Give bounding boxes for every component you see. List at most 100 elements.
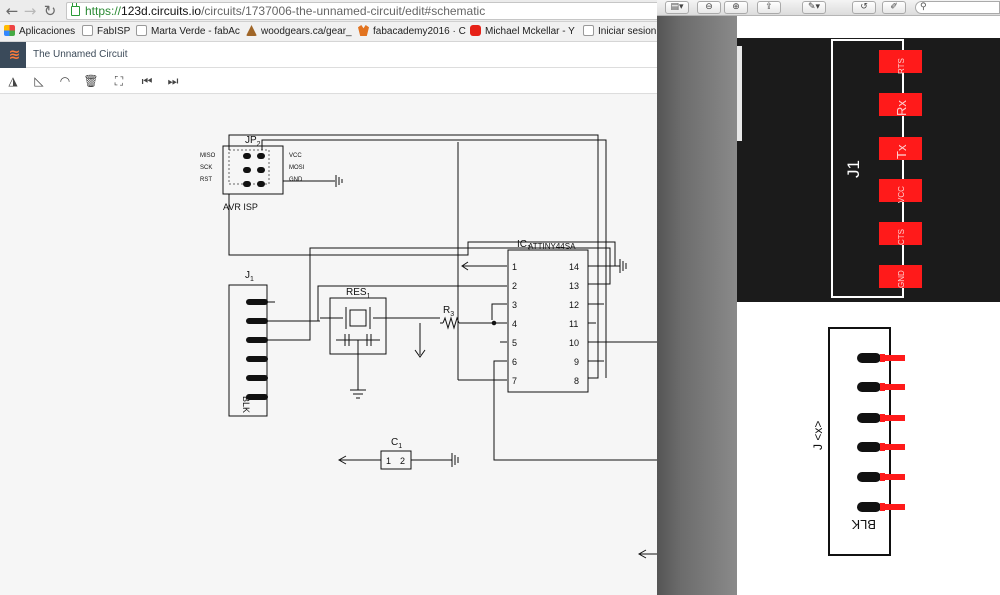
- ic-pin-number: 6: [512, 357, 517, 367]
- connector-pin: [246, 394, 268, 400]
- pcb-pad[interactable]: [879, 93, 922, 116]
- capacitor-pin-number: 1: [386, 456, 391, 466]
- isp-pin-label: MOSI: [289, 165, 305, 171]
- 123d-circuits-logo[interactable]: ≋: [0, 42, 26, 68]
- viewer-toolbar: ▤▾ ⊖ ⊕ ⇪ ✎▾ ↺ ✐ ⚲: [657, 0, 1000, 16]
- browser-window: ← → ↻ https://123d.circuits.io/circuits/…: [0, 2, 666, 595]
- wire: [493, 360, 660, 461]
- woodgears-icon: [246, 25, 257, 36]
- ic-pin-number: 5: [512, 338, 517, 348]
- step-back-icon[interactable]: ⏮: [141, 74, 153, 88]
- isp-pin: [243, 153, 251, 159]
- pcb-pad[interactable]: [879, 50, 922, 73]
- youtube-icon: [470, 25, 481, 36]
- connector-j1-body[interactable]: [228, 284, 268, 417]
- zoom-out-icon[interactable]: ⊖: [697, 1, 721, 14]
- back-arrow-icon[interactable]: ←: [5, 2, 19, 20]
- wire: [228, 134, 599, 379]
- mirror-icon[interactable]: ◠: [59, 74, 71, 88]
- pcb-board-view: [737, 38, 1000, 302]
- app-header: ≋ The Unnamed Circuit: [0, 42, 660, 68]
- zoom-in-icon[interactable]: ⊕: [724, 1, 748, 14]
- bookmark-fabisp[interactable]: FabISP: [82, 24, 130, 40]
- connector-designator: J1: [245, 270, 254, 283]
- fit-view-icon[interactable]: ⛶: [114, 74, 124, 88]
- step-forward-icon[interactable]: ⏭: [167, 74, 179, 88]
- crystal: [349, 309, 367, 327]
- connector-pin: [246, 375, 268, 381]
- arrow-down-icon: [414, 349, 426, 358]
- ic-part-number: ATTINY44SA: [528, 242, 576, 251]
- capacitor-designator: C1: [391, 437, 402, 450]
- annotate-icon[interactable]: ✎▾: [802, 1, 826, 14]
- bookmark-marta-verde[interactable]: Marta Verde - fabAc: [136, 24, 240, 40]
- isp-pin-label: MISO: [200, 153, 216, 159]
- ic-pin-number: 12: [569, 300, 579, 310]
- ic-pin-number: 14: [569, 262, 579, 272]
- address-bar[interactable]: https://123d.circuits.io/circuits/173700…: [66, 2, 666, 20]
- rotate-icon[interactable]: ↺: [852, 1, 876, 14]
- trash-icon[interactable]: 🗑: [83, 74, 99, 88]
- footprint-label: J <x>: [811, 421, 825, 450]
- pcb-pads: [879, 50, 922, 288]
- rotate-icon[interactable]: ◺: [34, 74, 44, 88]
- page-icon: [136, 25, 147, 36]
- pcb-pad-label: GND: [897, 270, 906, 288]
- footprint-pins: [857, 353, 905, 512]
- pcb-drawing[interactable]: J1 RTS Rx Tx VCC CTS GND: [737, 16, 1000, 595]
- ic-body[interactable]: [507, 249, 589, 393]
- schematic-drawing[interactable]: JP2 MISO SCK RST VCC MOSI GND AVR ISP IC…: [0, 95, 660, 595]
- search-icon: ⚲: [920, 2, 927, 12]
- arrow-left-icon: [461, 261, 469, 271]
- isp-pin: [243, 167, 251, 173]
- ic-pin-number: 8: [574, 376, 579, 386]
- wire: [261, 139, 607, 378]
- isp-pin-label: RST: [200, 177, 212, 183]
- apps-grid-icon: [4, 25, 15, 36]
- pcb-pad[interactable]: [879, 265, 922, 288]
- pcb-pad-label: VCC: [897, 186, 906, 203]
- bookmark-iniciar-sesion[interactable]: Iniciar sesion |: [583, 24, 662, 40]
- ic-pin-number: 4: [512, 319, 517, 329]
- isp-pin: [257, 181, 265, 187]
- footprint-outline[interactable]: [828, 327, 891, 556]
- bookmark-fabacademy[interactable]: fabacademy2016 · C: [358, 24, 466, 40]
- pcb-pad[interactable]: [879, 222, 922, 245]
- edit-icon[interactable]: ✐: [882, 1, 906, 14]
- sidebar-icon[interactable]: ▤▾: [665, 1, 689, 14]
- forward-arrow-icon[interactable]: →: [23, 2, 37, 20]
- pcb-connector-outline[interactable]: [831, 39, 904, 298]
- resistor-zigzag[interactable]: [442, 316, 460, 330]
- search-input[interactable]: ⚲: [915, 1, 1000, 14]
- footprint-bottom-label: BLK: [851, 517, 876, 532]
- connector-pin: [246, 299, 268, 305]
- pcb-pad[interactable]: [879, 137, 922, 160]
- share-icon[interactable]: ⇪: [757, 1, 781, 14]
- connector-pin: [246, 318, 268, 324]
- flip-icon[interactable]: ◮: [8, 74, 18, 88]
- circuit-title[interactable]: The Unnamed Circuit: [33, 49, 128, 60]
- pcb-connector-label: J1: [844, 160, 863, 178]
- arrow-left-icon: [337, 455, 347, 465]
- pcb-pad-label: Tx: [894, 144, 909, 159]
- wire: [228, 194, 616, 267]
- junction: [491, 320, 497, 326]
- schematic-canvas[interactable]: JP2 MISO SCK RST VCC MOSI GND AVR ISP IC…: [0, 95, 660, 595]
- ic-pin-number: 7: [512, 376, 517, 386]
- reload-icon[interactable]: ↻: [43, 2, 57, 20]
- ic-pin-number: 11: [569, 319, 578, 329]
- isp-name: AVR ISP: [223, 202, 258, 212]
- pcb-pad[interactable]: [879, 179, 922, 202]
- bookmark-michael-mckellar[interactable]: Michael Mckellar - Y: [470, 24, 575, 40]
- ic-pin-number: 9: [574, 357, 579, 367]
- bookmark-woodgears[interactable]: woodgears.ca/gear_: [246, 24, 352, 40]
- connector-pin: [246, 337, 268, 343]
- ic-pin-number: 10: [569, 338, 579, 348]
- gitlab-fox-icon: [358, 25, 369, 36]
- bookmark-apps[interactable]: Aplicaciones: [4, 24, 75, 40]
- ic-pin-number: 3: [512, 300, 517, 310]
- scrollbar-thumb[interactable]: [737, 46, 742, 141]
- isp-header-body[interactable]: [222, 145, 284, 195]
- wire: [267, 247, 611, 341]
